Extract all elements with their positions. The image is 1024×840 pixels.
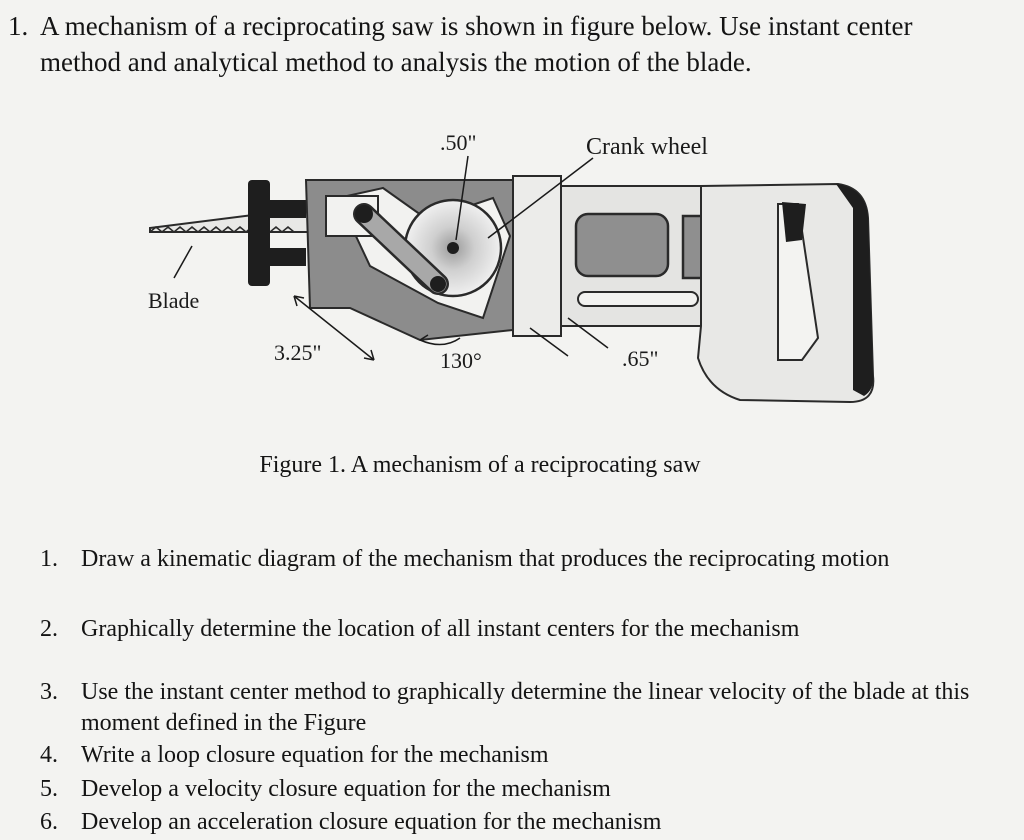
saw-mechanism-figure: .50" Crank wheel Blade 3.25" 130° .65" <box>138 128 878 413</box>
offset-label: .65" <box>622 346 658 371</box>
task-number: 1. <box>40 546 58 572</box>
problem-statement: 1. A mechanism of a reciprocating saw is… <box>8 8 978 80</box>
task-text: Develop an acceleration closure equation… <box>81 809 662 835</box>
angle-label: 130° <box>440 348 482 373</box>
list-item: 6. Develop an acceleration closure equat… <box>40 807 970 838</box>
saw-handle <box>696 182 875 404</box>
task-text: Graphically determine the location of al… <box>81 616 800 642</box>
list-item: 1. Draw a kinematic diagram of the mecha… <box>40 544 970 575</box>
leader-lines <box>173 155 609 361</box>
task-text: Develop a velocity closure equation for … <box>81 776 611 802</box>
crank-radius-label: .50" <box>440 130 476 155</box>
task-text: Use the instant center method to graphic… <box>81 679 970 736</box>
task-number: 5. <box>40 776 58 802</box>
saw-diagram: .50" Crank wheel Blade 3.25" 130° .65" <box>148 130 875 404</box>
task-number: 4. <box>40 742 58 768</box>
crank-wheel-label: Crank wheel <box>586 134 708 160</box>
task-number: 6. <box>40 809 58 835</box>
task-number: 3. <box>40 679 58 705</box>
problem-text: A mechanism of a reciprocating saw is sh… <box>40 11 913 77</box>
link-length-label: 3.25" <box>274 340 321 365</box>
connecting-link <box>353 203 449 295</box>
list-item: 3. Use the instant center method to grap… <box>40 677 970 739</box>
problem-number: 1. <box>8 11 29 41</box>
blade-clamp <box>248 180 306 286</box>
task-text: Write a loop closure equation for the me… <box>81 742 549 768</box>
motor-body <box>512 175 720 337</box>
blade-label: Blade <box>148 288 199 313</box>
list-item: 2. Graphically determine the location of… <box>40 614 970 645</box>
crank-center-pin <box>447 242 459 254</box>
task-text: Draw a kinematic diagram of the mechanis… <box>81 546 890 572</box>
list-item: 4. Write a loop closure equation for the… <box>40 740 970 771</box>
task-number: 2. <box>40 616 58 642</box>
list-item: 5. Develop a velocity closure equation f… <box>40 774 970 805</box>
figure-caption: Figure 1. A mechanism of a reciprocating… <box>259 452 701 478</box>
